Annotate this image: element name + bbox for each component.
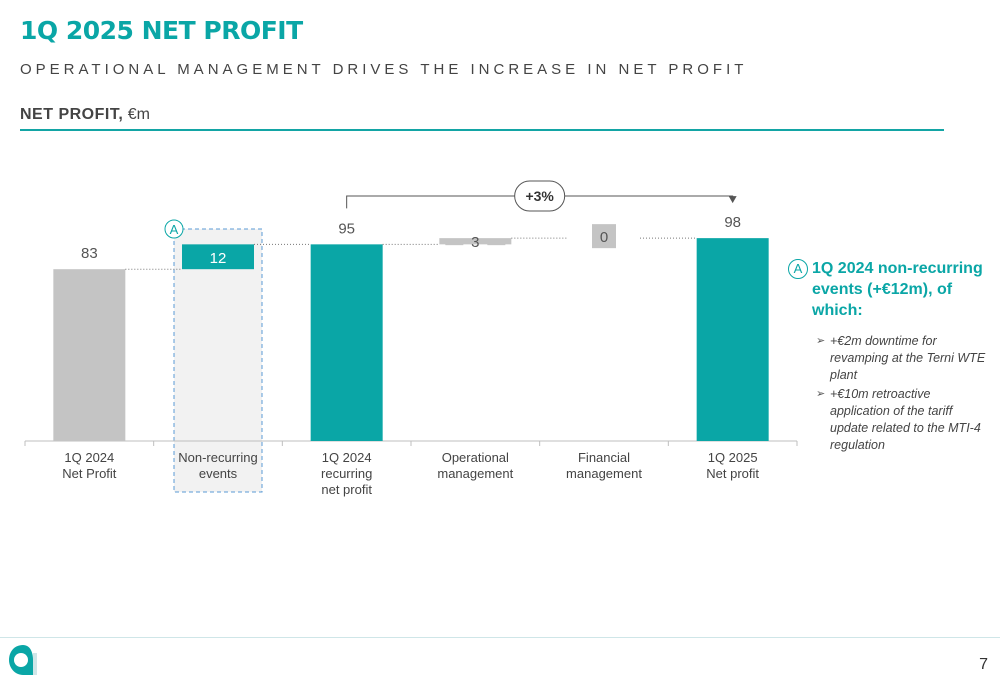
page-title: 1Q 2025 NET PROFIT: [20, 16, 303, 45]
bar-total: [310, 244, 383, 441]
growth-bracket-arrow: [728, 196, 737, 204]
bar-delta: [592, 224, 616, 249]
side-note: A 1Q 2024 non-recurring events (+€12m), …: [788, 258, 993, 456]
category-label: net profit: [321, 482, 372, 497]
side-note-badge: A: [788, 259, 808, 279]
page-subtitle: OPERATIONAL MANAGEMENT DRIVES THE INCREA…: [20, 61, 748, 78]
growth-pill: [514, 180, 566, 212]
side-note-item: +€10m retroactive application of the tar…: [816, 386, 993, 454]
company-logo-icon: [9, 645, 37, 675]
bar-delta-arm: [487, 241, 506, 246]
bar-total: [53, 269, 126, 441]
side-note-item: +€2m downtime for revamping at the Terni…: [816, 333, 993, 384]
side-note-list: +€2m downtime for revamping at the Terni…: [788, 333, 993, 454]
bar-value-label: 98: [724, 214, 741, 231]
category-label: 1Q 2024: [64, 450, 114, 465]
bar-delta: [439, 238, 512, 245]
category-label: events: [199, 466, 238, 481]
non-recurring-highlight-box: [173, 228, 263, 493]
section-title: NET PROFIT, €m: [20, 106, 150, 124]
section-title-label: NET PROFIT,: [20, 106, 124, 123]
bar-value-label: 3: [471, 234, 479, 251]
bar-delta-arm: [445, 241, 464, 246]
bar-value-label: 12: [210, 250, 227, 267]
side-note-title: 1Q 2024 non-recurring events (+€12m), of…: [812, 260, 983, 319]
bar-value-label: 83: [81, 245, 98, 262]
category-label: management: [566, 466, 642, 481]
category-label: Net profit: [706, 466, 759, 481]
category-label: Financial: [578, 450, 630, 465]
category-label: Operational: [442, 450, 509, 465]
category-label: Net Profit: [62, 466, 117, 481]
bar-value-label: 95: [338, 220, 355, 237]
bar-delta: [182, 244, 254, 270]
bar-value-label: 0: [600, 229, 608, 246]
bar-total: [696, 238, 769, 441]
section-title-unit: €m: [127, 106, 150, 123]
footer-divider: [0, 637, 1000, 638]
category-label: management: [437, 466, 513, 481]
non-recurring-badge: [164, 219, 184, 239]
page-number: 7: [979, 656, 988, 673]
growth-label: +3%: [525, 188, 554, 204]
category-label: 1Q 2025: [708, 450, 758, 465]
section-divider: [20, 129, 944, 131]
non-recurring-badge-label: A: [170, 222, 179, 237]
category-label: Non-recurring: [178, 450, 257, 465]
category-label: recurring: [321, 466, 372, 481]
side-note-header: A 1Q 2024 non-recurring events (+€12m), …: [788, 258, 993, 321]
category-label: 1Q 2024: [322, 450, 372, 465]
